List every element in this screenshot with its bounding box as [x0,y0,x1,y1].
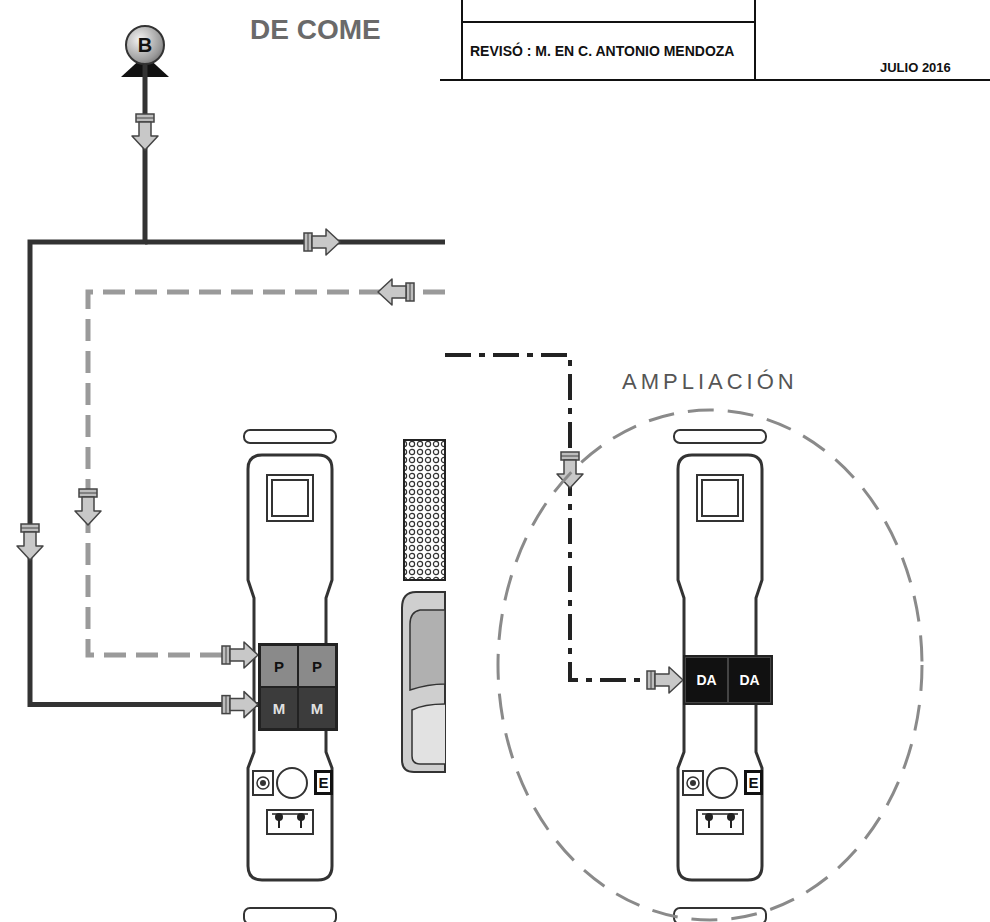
revision-text: REVISÓ : M. EN C. ANTONIO MENDOZA [470,43,734,59]
box-label: E [748,775,758,790]
vehicle [402,592,445,772]
edge-group [17,65,258,718]
flow-arrow [222,642,258,668]
pump-circle: B [125,25,165,65]
box-label: M [298,687,336,729]
box-label: P [260,645,298,687]
flow-arrow [132,114,158,150]
flow-arrow [647,667,683,693]
flow-arrow [378,279,414,305]
box-label: DA [685,657,728,703]
box-label: P [298,645,336,687]
e-box: E [314,770,333,795]
box-label: M [260,687,298,729]
pump-label: B [138,34,152,57]
fuel-pipe [145,240,445,245]
title-text: DE COME [250,14,381,46]
connector-line [30,65,258,705]
flow-connector [17,65,258,718]
fuel-pipe-dashdot [445,355,664,680]
enlargement-outline [495,365,925,922]
enlargement-circle: AMPLIACIÓN DADA E [495,365,925,922]
flow-arrow [17,524,43,560]
title-block [440,0,990,80]
product-block: DADA [683,655,773,705]
hatched-area [404,440,445,580]
e-box: E [744,770,763,795]
connector-arrowhead [222,692,258,718]
product-block: PPMM [258,643,338,731]
enlargement-label: AMPLIACIÓN [618,369,802,395]
box-label: DA [728,657,771,703]
date-text: JULIO 2016 [880,60,951,75]
box-label: E [318,775,328,790]
flow-arrow [304,229,340,255]
flow-arrow [75,489,101,525]
layout-group [88,0,990,922]
arrow-group [75,229,683,693]
